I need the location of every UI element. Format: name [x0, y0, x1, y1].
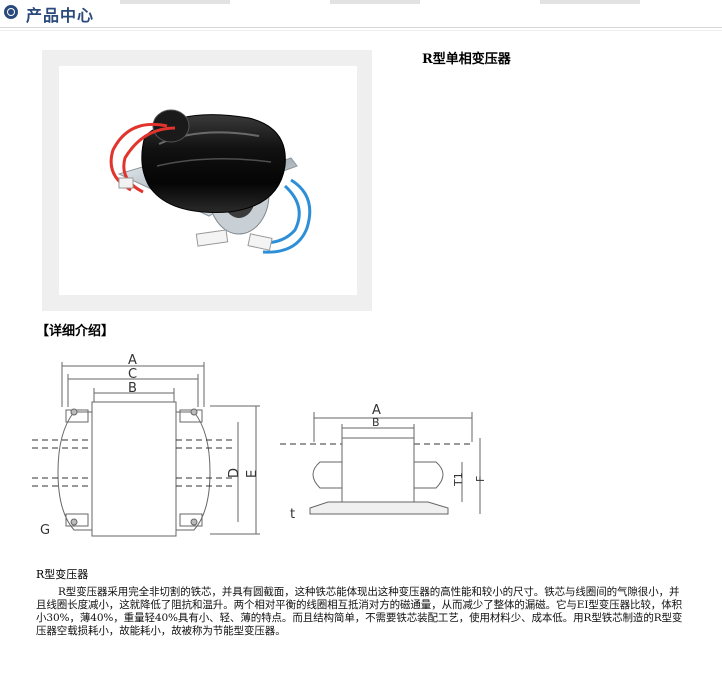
dim-label-a: A [128, 353, 137, 368]
header-tab-decor [330, 0, 420, 4]
dim-label-g: G [40, 523, 50, 538]
side-label-a: A [372, 403, 381, 418]
diagram-caption: R型变压器 [36, 568, 89, 581]
side-label-t1: T1 [452, 472, 465, 487]
dim-label-e: E [245, 470, 260, 478]
page-header: 产品中心 [0, 0, 722, 28]
header-divider [0, 30, 722, 31]
header-tab-decor [120, 0, 230, 4]
transformer-photo-icon [109, 109, 312, 254]
details-heading: 【详细介绍】 [36, 324, 115, 339]
header-divider [0, 27, 722, 28]
header-tab-decor [540, 0, 640, 4]
product-image [59, 66, 357, 295]
product-name: R型单相变压器 [422, 52, 511, 67]
side-label-f: F [474, 476, 487, 482]
bullet-circle-icon [4, 5, 18, 19]
section-title: 产品中心 [26, 6, 95, 25]
dim-label-c: C [128, 367, 137, 382]
dim-label-b: B [128, 381, 137, 396]
transformer-dimension-diagram: A C B D E G A B T1 F t [32, 353, 487, 538]
dim-label-d: D [227, 468, 242, 478]
product-description: R型变压器采用完全非切割的铁芯，并具有圆截面，这种铁芯能体现出这种变压器的高性能… [36, 586, 683, 637]
side-label-b: B [372, 416, 380, 429]
product-image-frame [42, 50, 372, 311]
side-label-t: t [290, 507, 295, 522]
dimension-drawing: A C B D E G A B T1 F t [28, 352, 508, 546]
